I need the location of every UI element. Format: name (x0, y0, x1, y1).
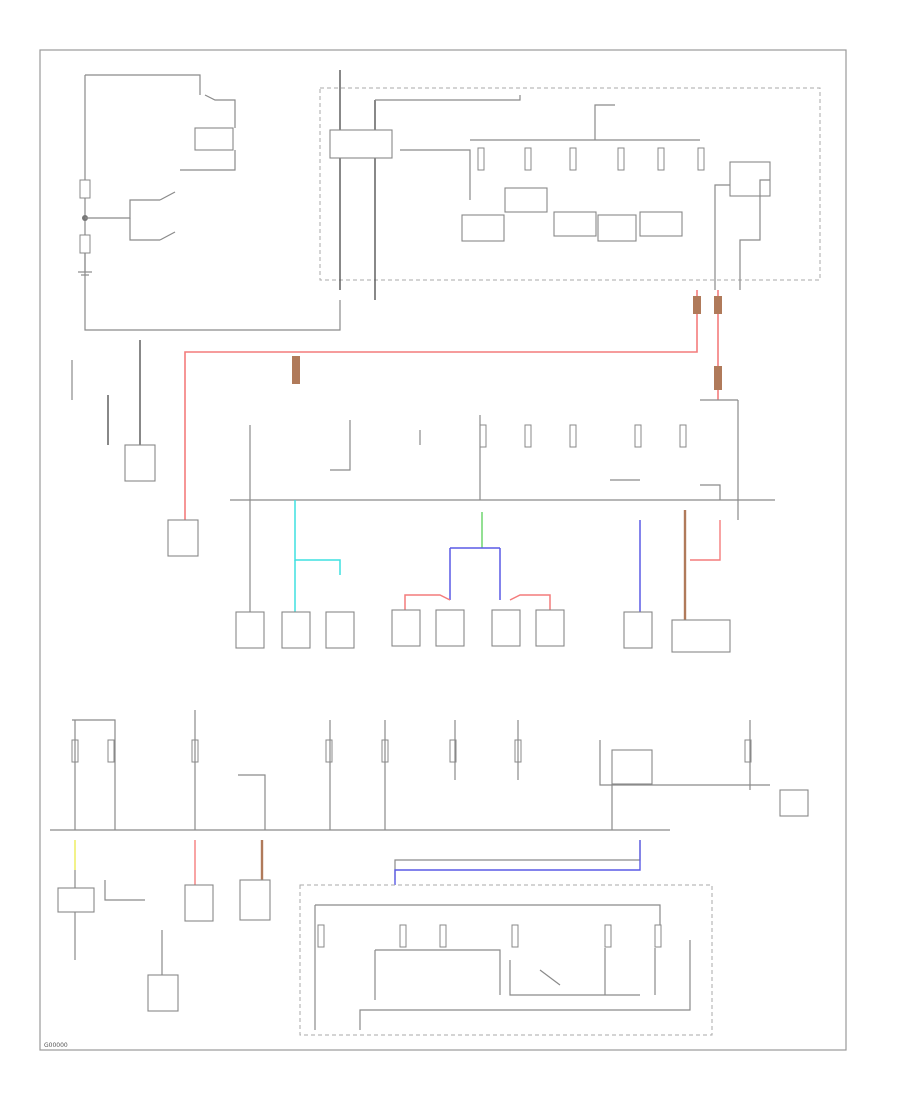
battery-fuse-bottom (79, 234, 91, 254)
bottom-fuse-box (299, 884, 713, 1036)
red-wire-fuse-4 (714, 366, 722, 390)
load-mid-7 (535, 609, 565, 647)
relay-d (639, 211, 683, 237)
main-relay (329, 129, 393, 159)
underhood-fuse-box (319, 70, 821, 300)
load-mid-5 (435, 609, 465, 647)
bottom-load-2 (239, 879, 271, 921)
red-wire-fuse-1 (693, 296, 701, 314)
red-feed-wire (184, 290, 722, 520)
lower-right-load (779, 789, 809, 817)
bottom-left-load (147, 974, 179, 1012)
relay-f (729, 161, 771, 197)
underhood-box-outline (319, 87, 821, 281)
relay-b (553, 211, 597, 237)
dash-fuse-box (71, 340, 775, 520)
dash-fuses (479, 424, 687, 448)
bottom-left-relay (57, 887, 95, 913)
underhood-fuses (477, 147, 705, 171)
relay-c (597, 214, 637, 242)
battery-fuse-top (79, 179, 91, 199)
ignition-switch-block (124, 444, 156, 482)
load-mid-1 (235, 611, 265, 649)
load-mid-4 (391, 609, 421, 647)
red-wire-fuse-2 (714, 296, 722, 314)
lower-section (50, 710, 809, 1012)
bottom-box-fuses (317, 924, 662, 948)
battery-section (78, 74, 341, 331)
load-mid-9 (671, 619, 731, 653)
load-mid-3 (325, 611, 355, 649)
dash-load-branches (249, 500, 721, 620)
load-mid-2 (281, 611, 311, 649)
diagram-code: G00000 (44, 1042, 68, 1049)
load-mid-6 (491, 609, 521, 647)
lower-relay (611, 749, 653, 785)
bottom-box-outline (299, 884, 713, 1036)
relay-e (461, 214, 505, 242)
load-mid-8 (623, 611, 653, 649)
red-wire-fuse-3 (292, 356, 300, 384)
outer-frame (39, 49, 847, 1051)
middle-loads (167, 519, 731, 653)
relay-a (504, 187, 548, 213)
load-left-1 (167, 519, 199, 557)
starter-relay (194, 127, 234, 151)
bottom-load-1 (184, 884, 214, 922)
